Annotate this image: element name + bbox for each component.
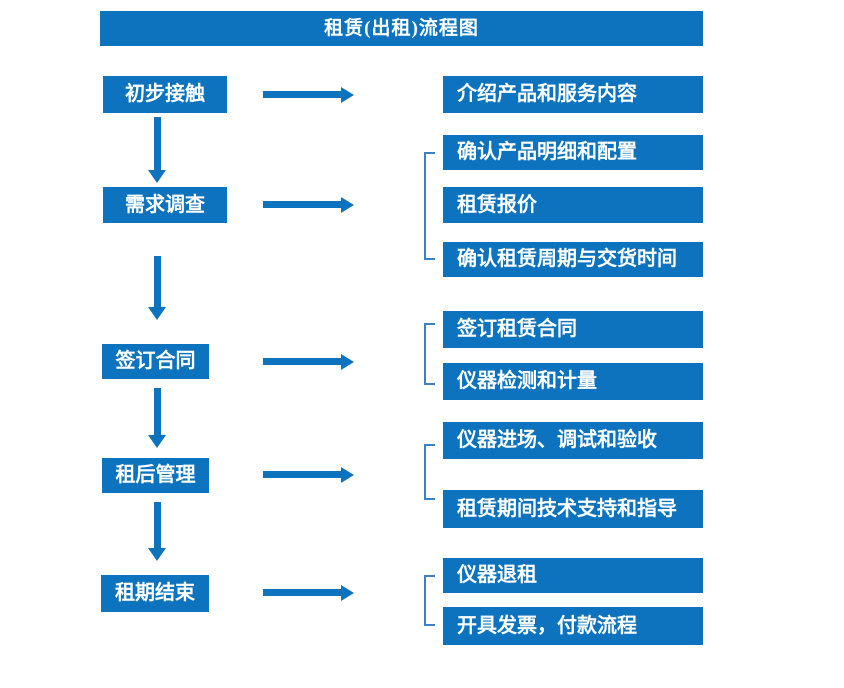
group-bracket [424,152,435,260]
right-arrow-head [341,585,354,601]
down-arrow-shaft [154,256,161,307]
group-bracket [424,575,435,626]
detail-box-invoice-payment: 开具发票，付款流程 [443,607,703,645]
right-arrow-shaft [263,358,341,365]
detail-box-introduce-products: 介绍产品和服务内容 [443,76,703,113]
group-bracket [424,444,435,500]
right-arrow-icon [263,354,354,370]
detail-box-tech-support: 租赁期间技术支持和指导 [443,490,703,528]
down-arrow-head [148,170,166,183]
down-arrow-shaft [154,117,161,170]
detail-box-instrument-testing: 仪器检测和计量 [443,363,703,400]
detail-box-confirm-product-config: 确认产品明细和配置 [443,135,703,170]
right-arrow-shaft [263,91,341,98]
right-arrow-head [341,354,354,370]
down-arrow-icon [148,256,167,320]
right-arrow-shaft [263,471,341,478]
right-arrow-icon [263,197,354,213]
down-arrow-icon [148,502,167,561]
detail-box-confirm-period-delivery: 确认租赁周期与交货时间 [443,242,703,277]
stage-box-rental-end: 租期结束 [101,575,209,612]
stage-box-post-rental-management: 租后管理 [102,458,209,493]
stage-box-demand-survey: 需求调查 [103,187,227,223]
detail-box-sign-rental-contract: 签订租赁合同 [443,311,703,348]
right-arrow-icon [263,467,354,483]
stage-box-sign-contract: 签订合同 [102,344,209,379]
down-arrow-head [148,307,166,320]
right-arrow-shaft [263,589,341,596]
right-arrow-icon [263,585,354,601]
right-arrow-shaft [263,201,341,208]
group-bracket [424,323,435,385]
stage-box-initial-contact: 初步接触 [103,76,227,113]
down-arrow-head [148,435,166,448]
detail-box-instrument-setup-acceptance: 仪器进场、调试和验收 [443,422,703,459]
down-arrow-head [148,548,166,561]
down-arrow-icon [148,388,167,448]
right-arrow-head [341,87,354,103]
flowchart-title: 租赁(出租)流程图 [100,11,703,46]
right-arrow-icon [263,87,354,103]
detail-box-rental-quote: 租赁报价 [443,187,703,223]
down-arrow-shaft [154,388,161,435]
right-arrow-head [341,197,354,213]
detail-box-instrument-return: 仪器退租 [443,558,703,593]
down-arrow-icon [148,117,167,183]
right-arrow-head [341,467,354,483]
down-arrow-shaft [154,502,161,548]
